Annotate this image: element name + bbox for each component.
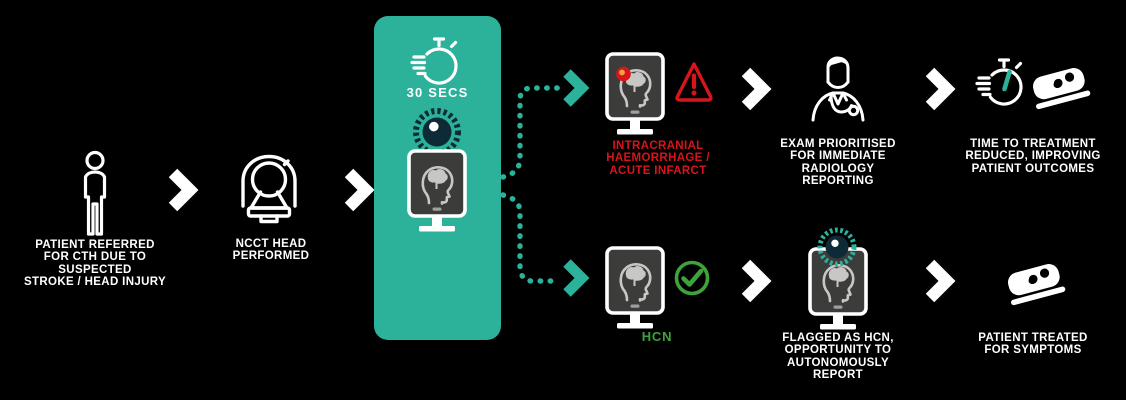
- ncct-label: NCCT HEAD PERFORMED: [232, 238, 310, 263]
- haemorrhage-finding-label: INTRACRANIAL HAEMORRHAGE / ACUTE INFARCT: [606, 140, 710, 177]
- brain-scan-monitor-icon: [605, 246, 665, 331]
- warning-triangle-icon: [675, 62, 713, 102]
- brain-scan-monitor-icon: [407, 149, 467, 234]
- doctor-icon: [811, 56, 865, 122]
- chevron-arrow-icon: [925, 259, 956, 303]
- patient-bed-icon: [1028, 65, 1091, 110]
- brain-scan-alert-monitor-icon: [605, 52, 665, 137]
- chevron-arrow-icon: [344, 168, 375, 212]
- patient-treated-label: PATIENT TREATED FOR SYMPTOMS: [978, 332, 1088, 357]
- hcn-finding-label: HCN: [641, 329, 673, 344]
- chevron-arrow-icon: [925, 67, 956, 111]
- check-circle-icon: [674, 260, 710, 296]
- chevron-arrow-icon: [741, 259, 772, 303]
- chevron-arrow-icon: [168, 168, 199, 212]
- flagged-hcn-label: FLAGGED AS HCN, OPPORTUNITY TO AUTONOMOU…: [782, 332, 894, 382]
- chevron-arrow-teal-icon: [563, 69, 590, 107]
- patient-icon: [83, 150, 107, 236]
- stopwatch-icon: [410, 37, 458, 85]
- exam-prioritised-label: EXAM PRIORITISED FOR IMMEDIATE RADIOLOGY…: [780, 138, 896, 188]
- stopwatch-icon: [975, 58, 1023, 106]
- chevron-arrow-teal-icon: [563, 259, 590, 297]
- time-to-treatment-label: TIME TO TREATMENT REDUCED, IMPROVING PAT…: [965, 138, 1101, 175]
- ct-scanner-icon: [241, 154, 297, 224]
- branch-connector-dotted-lines: [500, 85, 562, 284]
- patient-referred-label: PATIENT REFERRED FOR CTH DUE TO SUSPECTE…: [23, 239, 167, 289]
- patient-bed-icon: [1003, 261, 1066, 306]
- chevron-arrow-icon: [741, 67, 772, 111]
- analysis-duration-label: 30 SECS: [406, 85, 469, 100]
- ai-logo-icon: [817, 227, 857, 267]
- ai-analysis-panel: 30 SECS: [374, 16, 501, 340]
